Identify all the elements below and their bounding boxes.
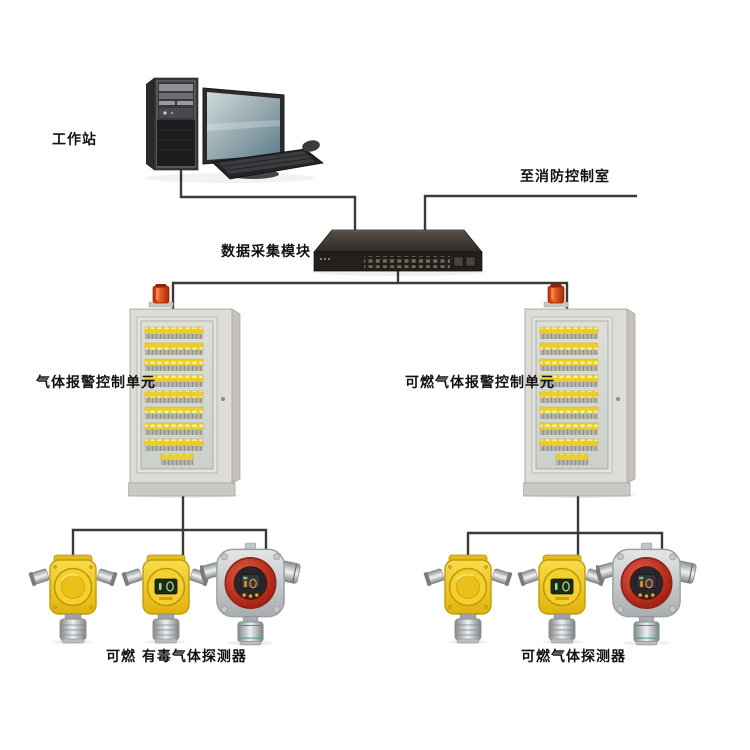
- line-left-detector-bus: [71, 528, 268, 556]
- pc-tower: [146, 77, 199, 171]
- network-switch-illustration: [312, 229, 484, 276]
- switch-ports: [364, 256, 450, 268]
- gas-detector-red-bezel-right: [596, 542, 697, 646]
- gas-alarm-cabinet-left: [128, 283, 241, 498]
- fire-control-room-label: 至消防控制室: [520, 169, 610, 185]
- line-right-detector-bus: [466, 531, 664, 556]
- mouse: [302, 140, 320, 152]
- right-detectors-label: 可燃气体探测器: [521, 649, 626, 665]
- toxic-gas-detector-display: [121, 554, 211, 645]
- line-workstation-to-switch: [179, 165, 357, 234]
- combustible-gas-detector-display: [517, 554, 607, 645]
- workstation-illustration: [145, 77, 324, 183]
- left-cabinet-label: 气体报警控制单元: [36, 375, 156, 391]
- toxic-gas-detector-plain: [28, 554, 118, 645]
- line-switch-to-fire-control: [423, 194, 637, 234]
- combustible-gas-detector-plain: [423, 554, 513, 645]
- workstation-label: 工作站: [52, 132, 97, 148]
- keyboard: [211, 148, 324, 180]
- gas-alarm-cabinet-right: [523, 283, 636, 498]
- data-module-label: 数据采集模块: [221, 244, 311, 260]
- right-cabinet-label: 可燃气体报警控制单元: [405, 375, 555, 391]
- gas-detector-red-bezel-left: [200, 542, 301, 646]
- line-bus-to-cabinets: [171, 281, 569, 309]
- left-detectors-label: 可燃 有毒气体探测器: [106, 649, 247, 665]
- connection-lines: [71, 165, 664, 556]
